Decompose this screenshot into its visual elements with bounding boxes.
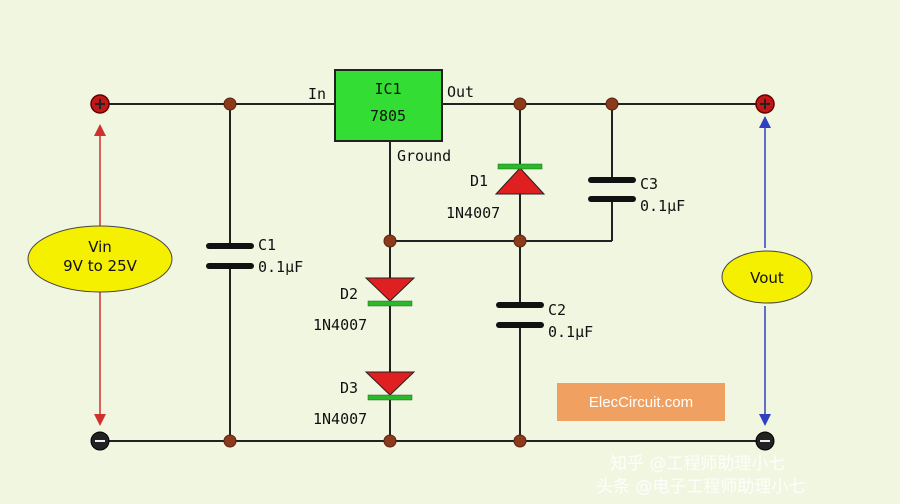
capacitor-c1 xyxy=(206,243,254,269)
junction-dot xyxy=(223,434,237,448)
c1-ref: C1 xyxy=(258,236,276,254)
input-negative-terminal xyxy=(90,431,110,451)
vout-oval xyxy=(721,250,813,304)
output-negative-terminal xyxy=(755,431,775,451)
vin-range-label: 9V to 25V xyxy=(63,257,137,275)
vout-label: Vout xyxy=(750,269,784,287)
brand-box xyxy=(557,383,725,421)
capacitor-c2 xyxy=(496,302,544,328)
d2-ref: D2 xyxy=(340,285,358,303)
junction-dot xyxy=(513,97,527,111)
d2-part: 1N4007 xyxy=(313,316,367,334)
vin-oval xyxy=(27,225,173,293)
d3-part: 1N4007 xyxy=(313,410,367,428)
junction-dot xyxy=(383,234,397,248)
ic1-part: 7805 xyxy=(370,107,406,125)
capacitor-c3 xyxy=(588,177,636,202)
junction-dot xyxy=(513,434,527,448)
d3-ref: D3 xyxy=(340,379,358,397)
junction-dot xyxy=(513,234,527,248)
ic-pin-ground-label: Ground xyxy=(397,147,451,165)
ic-pin-out-label: Out xyxy=(447,83,474,101)
wires xyxy=(100,103,765,442)
output-positive-terminal xyxy=(755,94,775,114)
junction-dot xyxy=(605,97,619,111)
vin-label: Vin xyxy=(88,238,112,256)
c2-ref: C2 xyxy=(548,301,566,319)
ic1-ref: IC1 xyxy=(374,80,401,98)
brand-text: ElecCircuit.com xyxy=(589,394,693,411)
junction-dot xyxy=(383,434,397,448)
c3-value: 0.1µF xyxy=(640,197,685,215)
c2-value: 0.1µF xyxy=(548,323,593,341)
diode-d3 xyxy=(364,371,416,401)
ic1-body xyxy=(334,69,443,142)
d1-ref: D1 xyxy=(470,172,488,190)
junction-dot xyxy=(223,97,237,111)
input-positive-terminal xyxy=(90,94,110,114)
watermark-line2: 头条 @电子工程师助理小七 xyxy=(596,477,805,497)
d1-part: 1N4007 xyxy=(446,204,500,222)
c3-ref: C3 xyxy=(640,175,658,193)
junctions xyxy=(223,97,619,448)
ic-pin-in-label: In xyxy=(308,85,326,103)
watermark-line1: 知乎 @工程师助理小七 xyxy=(610,454,785,474)
c1-value: 0.1µF xyxy=(258,258,303,276)
diode-d1 xyxy=(494,163,546,195)
diode-d2 xyxy=(364,277,416,307)
